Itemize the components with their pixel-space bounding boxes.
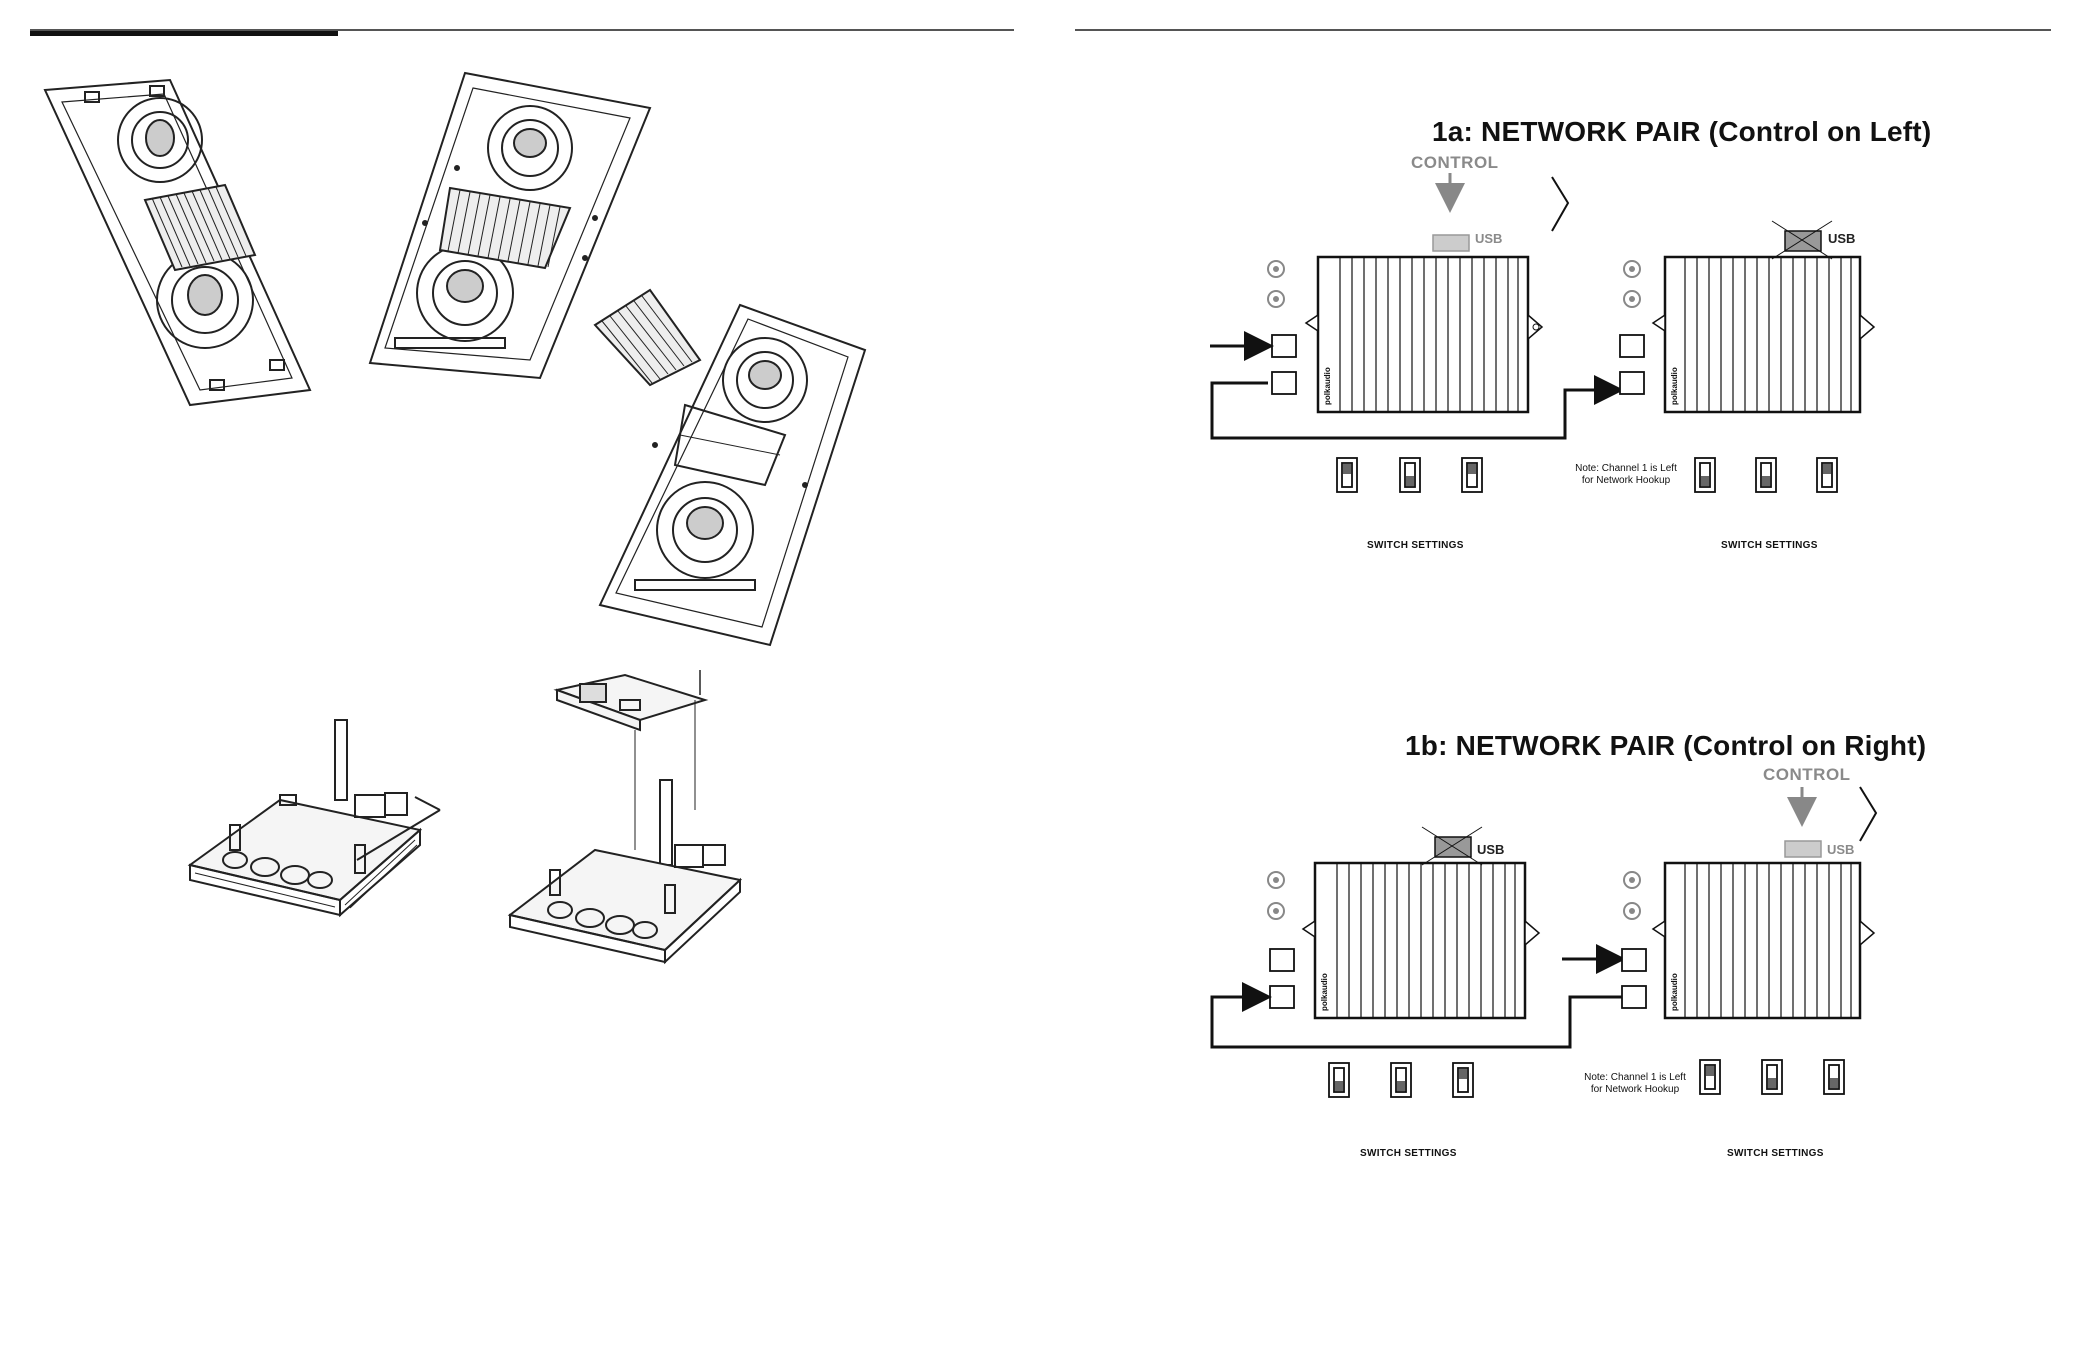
diagram-1b-note: Note: Channel 1 is Left for Network Hook…	[1573, 1072, 1697, 1096]
diagram-1a-note-line2: for Network Hookup	[1563, 475, 1689, 487]
diagram-1a-note: Note: Channel 1 is Left for Network Hook…	[1563, 463, 1689, 487]
diagram-1a-note-line1: Note: Channel 1 is Left	[1563, 463, 1689, 475]
diagram-1b-title: 1b: NETWORK PAIR (Control on Right)	[1405, 730, 1926, 762]
svg-text:polkaudio: polkaudio	[1323, 367, 1332, 405]
diagram-1a-left-switch-caption: SWITCH SETTINGS	[1367, 540, 1464, 551]
svg-text:polkaudio: polkaudio	[1670, 973, 1679, 1011]
diagram-1a-right-switch-caption: SWITCH SETTINGS	[1721, 540, 1818, 551]
diagram-1b-right-switch-caption: SWITCH SETTINGS	[1727, 1148, 1824, 1159]
amplifier-board-illustration	[185, 715, 445, 935]
diagram-1a-left-amplifier	[1306, 235, 1542, 412]
diagram-1b-left-switch-caption: SWITCH SETTINGS	[1360, 1148, 1457, 1159]
diagram-1b-note-line1: Note: Channel 1 is Left	[1573, 1072, 1697, 1084]
left-header-rule	[30, 29, 1014, 31]
diagram-1a-wiring: polkaudio polkaudio	[1200, 165, 1900, 565]
diagram-1a-title: 1a: NETWORK PAIR (Control on Left)	[1432, 116, 1931, 148]
diagram-1b-left-usb-label: USB	[1477, 842, 1504, 857]
svg-text:polkaudio: polkaudio	[1670, 367, 1679, 405]
diagram-1b-right-usb-label: USB	[1827, 842, 1854, 857]
right-header-rule	[1075, 29, 2051, 31]
speaker-exploded-amplifier-illustration	[590, 285, 870, 650]
diagram-1b-note-line2: for Network Hookup	[1573, 1084, 1697, 1096]
diagram-1b-wiring: polkaudio polkaudio	[1200, 775, 1900, 1175]
diagram-1a-left-usb-label: USB	[1475, 231, 1502, 246]
svg-text:polkaudio: polkaudio	[1320, 973, 1329, 1011]
diagram-1a-right-amplifier	[1653, 221, 1874, 412]
amplifier-board-with-module-illustration	[505, 670, 770, 960]
diagram-1a-right-usb-label: USB	[1828, 231, 1855, 246]
diagram-1b-right-amplifier	[1653, 841, 1874, 1018]
speaker-assembly-angled-illustration	[40, 70, 320, 420]
